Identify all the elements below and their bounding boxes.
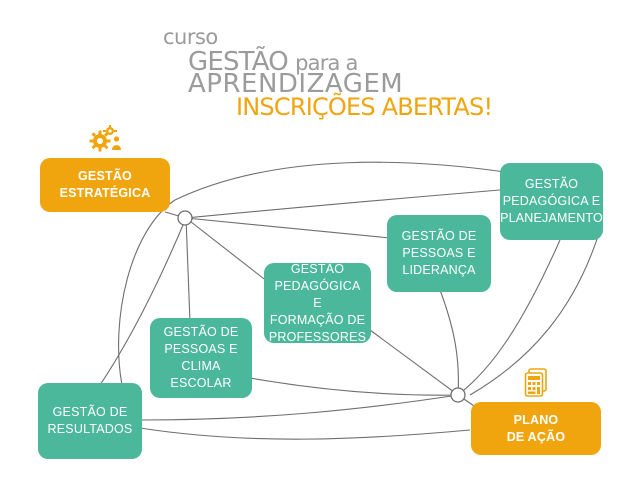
gears-person-icon	[89, 125, 121, 152]
node-line: FORMAÇÃO DE	[269, 312, 366, 327]
node-line: LIDERANÇA	[402, 263, 476, 277]
node-line: GESTÃO	[290, 261, 345, 276]
node-line: PLANEJAMENTO	[500, 211, 603, 225]
node-line: GESTÃO	[78, 169, 132, 183]
line-hub-to-pedagogica	[185, 189, 501, 219]
line-formacao-to-hub	[369, 329, 459, 396]
node-line: ESCOLAR	[170, 376, 232, 390]
curso-label: curso	[163, 25, 218, 49]
node-line: PLANO	[513, 412, 559, 427]
hub-node-top	[177, 210, 193, 226]
node-gestao-pessoas-lideranca: GESTÃO DE PESSOAS E LIDERANÇA	[387, 215, 491, 292]
node-line: PESSOAS E	[402, 246, 476, 260]
node-plano-acao: PLANO DE AÇÃO	[471, 402, 601, 455]
gestao-line: GESTÃO para a	[188, 49, 358, 75]
calculator-icon	[524, 368, 547, 397]
node-line: PROFESSORES	[268, 329, 367, 344]
node-line: DE AÇÃO	[506, 429, 566, 444]
line-hub-to-formacao	[185, 217, 269, 283]
course-title: curso GESTÃO para a APRENDIZAGEM INSCRIÇ…	[0, 0, 641, 140]
para-a-word: para a	[295, 51, 358, 75]
node-line: PEDAGÓGICA E	[502, 194, 601, 208]
node-gestao-estrategica: GESTÃO ESTRATÉGICA	[40, 158, 170, 212]
aprendizagem-word: APRENDIZAGEM	[188, 69, 404, 99]
node-line: PESSOAS E	[164, 342, 238, 356]
inscricoes-abertas: INSCRIÇÕES ABERTAS!	[236, 93, 493, 121]
node-gestao-pedagogica-formacao: GESTÃO PEDAGÓGICA E FORMAÇÃO DE PROFESSO…	[264, 261, 371, 344]
line-hub-to-clima	[185, 217, 191, 323]
node-gestao-resultados: GESTÃO DE RESULTADOS	[38, 383, 142, 459]
node-gestao-pessoas-clima: GESTÃO DE PESSOAS E CLIMA ESCOLAR	[150, 318, 252, 398]
node-gestao-pedagogica-planejamento: GESTÃO PEDAGÓGICA E PLANEJAMENTO	[500, 163, 603, 240]
line-clima-to-hub	[249, 377, 459, 396]
line-hub-to-resultados	[99, 217, 187, 386]
line-resultados-to-hub	[139, 394, 459, 421]
line-planejamento-to-hub	[457, 239, 561, 396]
node-line: GESTÃO DE	[401, 229, 477, 243]
outer-loop-right	[469, 229, 601, 396]
node-line: GESTÃO DE	[52, 405, 128, 419]
gestao-word: GESTÃO	[188, 47, 289, 77]
node-line: ESTRATÉGICA	[59, 186, 151, 200]
outer-loop-bottom	[139, 427, 471, 440]
outer-loop-left	[118, 199, 176, 386]
hub-node-bottom	[450, 387, 466, 403]
node-line: GESTÃO	[524, 177, 579, 191]
outer-loop-top	[174, 161, 506, 201]
node-line: RESULTADOS	[47, 422, 133, 436]
line-lideranca-to-hub	[439, 289, 459, 396]
node-line: PEDAGÓGICA E	[274, 278, 361, 310]
line-hub-to-pessoas-lideranca	[185, 217, 391, 239]
node-line: CLIMA	[181, 359, 221, 373]
node-line: GESTÃO DE	[163, 325, 239, 339]
